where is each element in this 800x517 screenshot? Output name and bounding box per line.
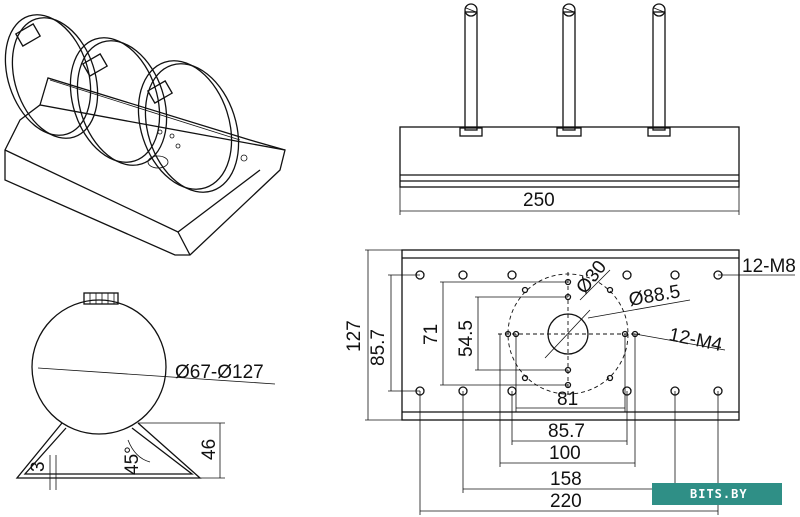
callout-12-m8: 12-M8 bbox=[742, 256, 796, 277]
watermark: BITS.BY bbox=[652, 483, 782, 505]
dim-angle: 45° bbox=[122, 446, 143, 475]
dim-158: 158 bbox=[550, 469, 582, 490]
dim-46: 46 bbox=[199, 439, 220, 460]
dim-85-7-vertical: 85.7 bbox=[368, 329, 389, 366]
plan-view: 127 85.7 71 54.5 Ø30 Ø88.5 12-M8 12-M4 8… bbox=[344, 249, 796, 515]
callout-12-m4: 12-M4 bbox=[667, 324, 724, 356]
side-view: Ø67-Ø127 46 3 45° bbox=[15, 292, 276, 490]
dim-54-5: 54.5 bbox=[456, 320, 477, 357]
isometric-view bbox=[4, 14, 286, 256]
dim-127: 127 bbox=[344, 320, 365, 352]
m4-holes bbox=[504, 278, 639, 389]
dim-220: 220 bbox=[550, 491, 582, 512]
watermark-text: BITS.BY bbox=[690, 487, 748, 501]
dim-250: 250 bbox=[523, 190, 555, 211]
dim-dia-30: Ø30 bbox=[572, 257, 611, 298]
dim-71: 71 bbox=[421, 324, 442, 345]
front-view: 250 bbox=[399, 3, 740, 215]
dim-85-7-horizontal: 85.7 bbox=[548, 421, 585, 442]
dim-3: 3 bbox=[28, 461, 49, 472]
dim-clamp-range: Ø67-Ø127 bbox=[175, 362, 264, 383]
dim-dia-88-5: Ø88.5 bbox=[627, 281, 682, 311]
dim-100: 100 bbox=[549, 443, 581, 464]
dim-81: 81 bbox=[557, 389, 578, 410]
